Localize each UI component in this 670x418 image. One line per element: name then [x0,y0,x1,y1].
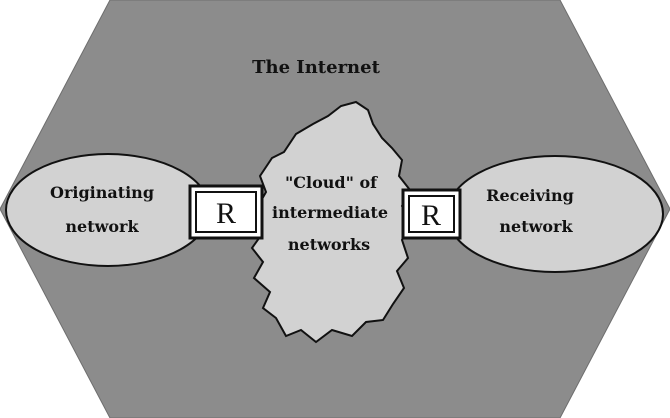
originating-network-ellipse [5,153,211,267]
router-right-label: R [421,199,441,232]
cloud-label-line1: "Cloud" of [285,173,378,192]
originating-network-label-line1: Originating [50,183,154,202]
receiving-network-label-line1: Receiving [486,186,574,205]
receiving-network-label-line2: network [499,217,573,236]
cloud-label-line2: intermediate [272,203,388,222]
diagram-title: The Internet [252,57,380,78]
router-left-inner [195,191,257,233]
router-right-box [401,188,462,240]
cloud-label-line3: networks [288,235,370,254]
cloud-shape [250,100,413,344]
router-left-label: R [216,197,236,230]
receiving-network-ellipse [446,155,664,273]
originating-network-label-line2: network [65,217,139,236]
router-right-inner [408,195,455,233]
router-left-box [188,184,264,240]
